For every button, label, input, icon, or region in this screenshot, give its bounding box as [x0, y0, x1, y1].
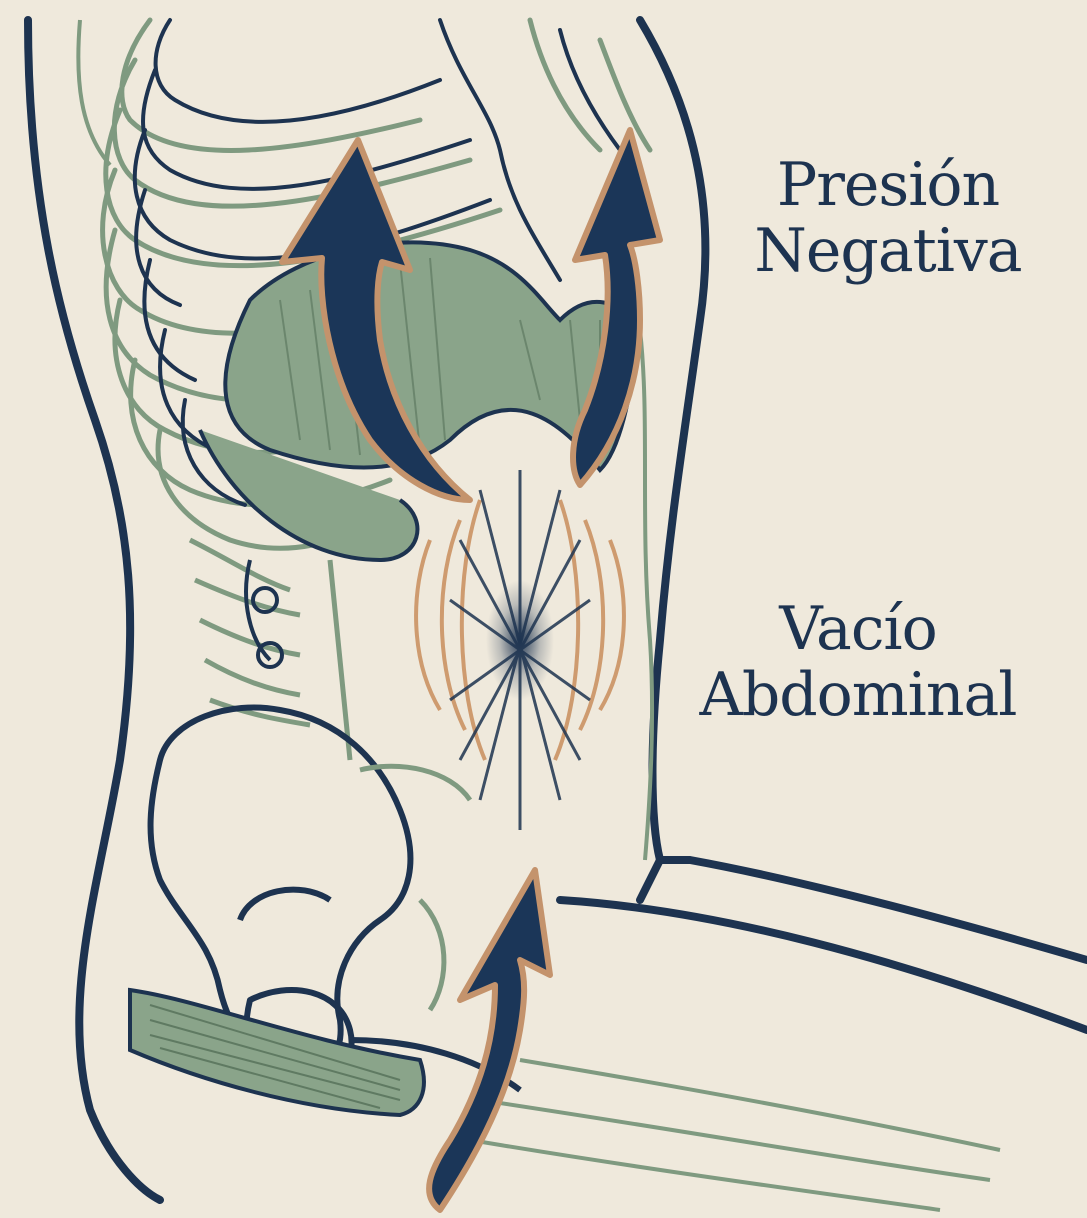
thigh-lines: [470, 1060, 1000, 1210]
abdominal-vacuum-label: Vacío Abdominal: [688, 596, 1028, 728]
hip-muscle: [130, 990, 424, 1115]
abdominal-vacuum-label-line2: Abdominal: [688, 662, 1028, 728]
negative-pressure-label-line1: Presión: [738, 152, 1038, 218]
vacuum-burst-icon: [416, 470, 624, 830]
abdominal-vacuum-label-line1: Vacío: [688, 596, 1028, 662]
negative-pressure-label-line2: Negativa: [738, 218, 1038, 284]
negative-pressure-label: Presión Negativa: [738, 152, 1038, 284]
arrow-bottom: [429, 870, 550, 1210]
diaphragm-muscle: [200, 242, 640, 560]
